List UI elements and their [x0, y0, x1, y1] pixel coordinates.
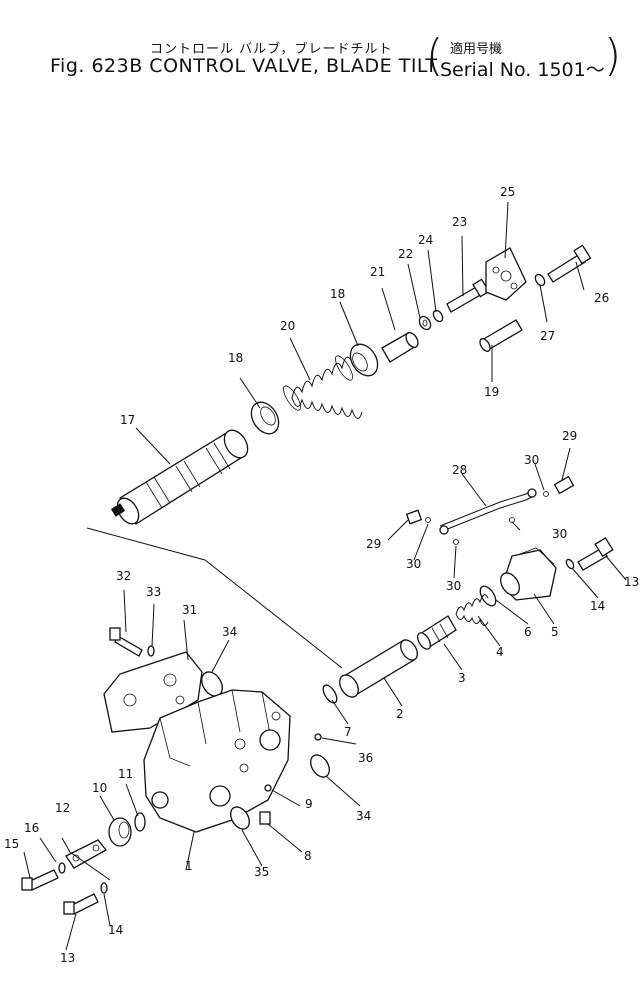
- callout-34-upper: 34: [222, 625, 237, 639]
- callout-10: 10: [92, 781, 107, 795]
- callout-18-upper: 18: [330, 287, 345, 301]
- callout-12: 12: [55, 801, 70, 815]
- callout-19: 19: [484, 385, 499, 399]
- part-22-washer: [418, 315, 432, 331]
- callout-23-24: 24: [418, 233, 433, 247]
- part-4-spring: [455, 594, 489, 626]
- part-17-spool: [110, 429, 249, 525]
- callout-14-right: 14: [590, 599, 605, 613]
- callout-4: 4: [496, 645, 504, 659]
- part-36-o-ring-small: [314, 733, 322, 741]
- callout-13-lower: 13: [60, 951, 75, 965]
- part-14-washer-right: [565, 558, 575, 570]
- part-3-plunger: [416, 615, 457, 650]
- part-24-snap-ring: [432, 309, 444, 323]
- callout-5: 5: [551, 625, 559, 639]
- leader-lines-middle: [331, 555, 627, 725]
- callout-7: 7: [344, 725, 352, 739]
- callout-36: 36: [358, 751, 373, 765]
- part-32-bolt: [109, 627, 143, 657]
- callout-32: 32: [116, 569, 131, 583]
- callout-18-lower: 18: [228, 351, 243, 365]
- part-33-washer: [147, 645, 155, 657]
- callout-23: 23: [452, 215, 467, 229]
- callout-15: 15: [4, 837, 19, 851]
- part-18-spring-seat-lower: [250, 401, 280, 435]
- callout-21: 21: [370, 265, 385, 279]
- part-18-spring-seat-upper: [349, 343, 379, 377]
- leader-lines-lower: [23, 589, 361, 951]
- part-6-o-ring: [479, 585, 497, 607]
- serial-number: Serial No. 1501～: [440, 59, 605, 81]
- applicability-japanese: 適用号機: [450, 42, 503, 57]
- callout-16: 16: [24, 821, 39, 835]
- part-30-washer: [453, 539, 459, 545]
- part-1-valve-body: [143, 689, 291, 833]
- title-japanese: コントロール バルブ，ブレードチルト: [150, 42, 393, 57]
- callout-3: 3: [458, 671, 466, 685]
- open-paren-glyph: (: [426, 30, 444, 81]
- callout-2: 2: [396, 707, 404, 721]
- callout-6: 6: [524, 625, 532, 639]
- part-34-o-ring-lower: [310, 754, 330, 778]
- part-23-bolt: [446, 278, 490, 313]
- callout-8: 8: [304, 849, 312, 863]
- callout-22: 22: [398, 247, 413, 261]
- part-2-spool-sleeve: [339, 639, 418, 698]
- part-8-plug: [259, 811, 271, 825]
- part-11-o-ring: [134, 812, 146, 832]
- part-31-cover-plate: [103, 651, 203, 733]
- leader-lines-tube: [387, 447, 571, 579]
- callout-35: 35: [254, 865, 269, 879]
- callout-29-left: 29: [366, 537, 381, 551]
- callout-13-right: 13: [624, 575, 639, 589]
- part-13-bolt-lower: [63, 893, 99, 915]
- part-21-spacer: [381, 332, 419, 363]
- part-16-washer: [58, 862, 66, 874]
- part-15-bolt: [21, 869, 59, 891]
- part-7-o-ring: [322, 684, 338, 704]
- callout-11: 11: [118, 767, 133, 781]
- callout-20: 20: [280, 319, 295, 333]
- part-20-spring: [283, 350, 363, 419]
- serial-applicability-note: ( 適用号機 Serial No. 1501～ ): [426, 34, 622, 88]
- part-28-tube: [439, 488, 537, 535]
- figure-title: Fig. 623B CONTROL VALVE, BLADE TILT: [50, 55, 438, 77]
- callout-31: 31: [182, 603, 197, 617]
- callout-30-d: 30: [552, 527, 567, 541]
- part-27-washer: [534, 273, 546, 287]
- callout-26: 26: [594, 291, 609, 305]
- part-25-cap: [485, 247, 527, 301]
- part-19-pin: [479, 319, 523, 352]
- callout-28: 28: [452, 463, 467, 477]
- callout-25: 25: [500, 185, 515, 199]
- part-35-o-ring: [230, 806, 250, 830]
- part-9-plug-small: [264, 784, 272, 792]
- part-26-bolt: [547, 244, 592, 283]
- callout-29-right: 29: [562, 429, 577, 443]
- part-13-bolt-right: [577, 536, 614, 571]
- callout-1: 1: [185, 859, 193, 873]
- callout-30-b: 30: [446, 579, 461, 593]
- close-paren-glyph: ): [604, 30, 622, 81]
- callout-27: 27: [540, 329, 555, 343]
- part-29-bolt-left: [405, 509, 431, 525]
- callout-14-lower: 14: [108, 923, 123, 937]
- callout-labels: 1 2 3 4 5 6 7 8 9 10 11 12 13 13 14 14 1…: [4, 185, 639, 965]
- part-14-washer-lower: [100, 882, 108, 894]
- part-30-washer-b: [509, 517, 515, 523]
- callout-30-c: 30: [524, 453, 539, 467]
- part-10-cap: [108, 817, 132, 847]
- part-5-cover: [500, 547, 557, 601]
- part-29-bolt-right: [543, 475, 575, 497]
- callout-17: 17: [120, 413, 135, 427]
- callout-33: 33: [146, 585, 161, 599]
- callout-30-a: 30: [406, 557, 421, 571]
- leader-lines-top: [86, 201, 585, 669]
- callout-9: 9: [305, 797, 313, 811]
- callout-34-lower: 34: [356, 809, 371, 823]
